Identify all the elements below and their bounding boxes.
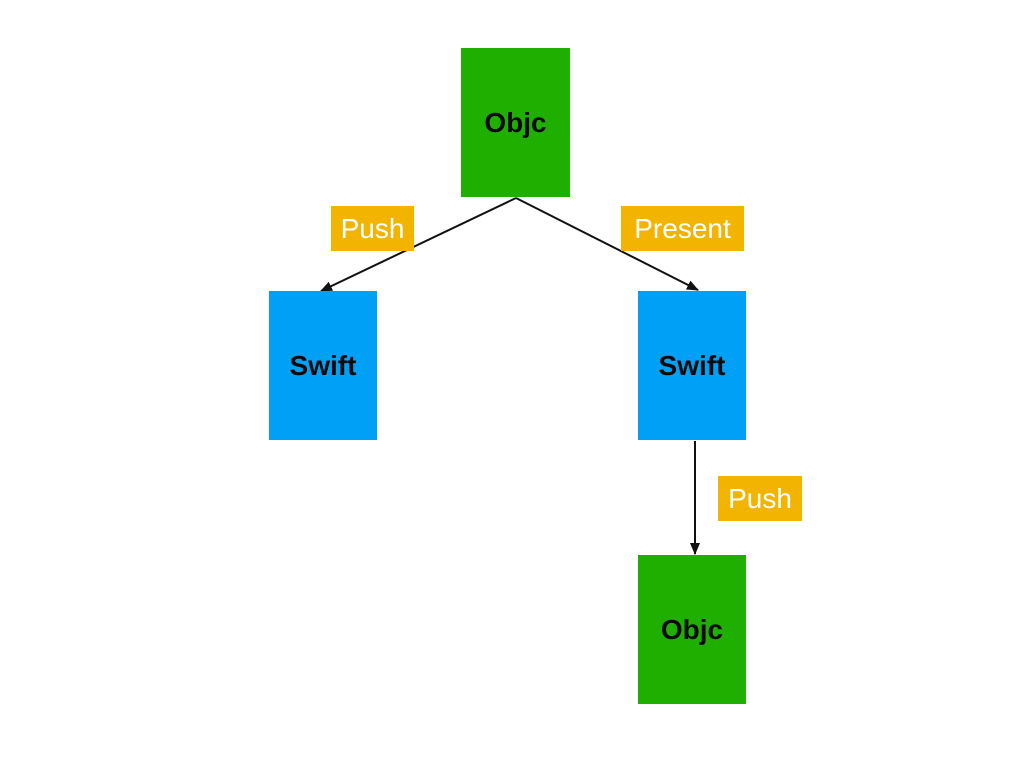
edge-label-push-down: Push — [718, 476, 802, 521]
swift-right-node-label: Swift — [658, 349, 726, 381]
objc-root-node: Objc — [461, 48, 570, 197]
objc-root-node-label: Objc — [484, 106, 547, 138]
edge-label-push-left-text: Push — [340, 212, 405, 244]
edge-label-push-left: Push — [331, 206, 414, 251]
swift-right-node: Swift — [638, 291, 746, 440]
edge-root-to-right-arrow — [515, 197, 699, 291]
swift-left-node-label: Swift — [289, 349, 357, 381]
edge-label-present-text: Present — [634, 212, 731, 244]
swift-left-node: Swift — [269, 291, 377, 440]
edge-label-push-down-text: Push — [728, 482, 792, 514]
objc-bottom-node-label: Objc — [660, 613, 724, 645]
edge-label-present: Present — [621, 206, 744, 251]
objc-bottom-node: Objc — [638, 555, 746, 704]
edge-root-to-left-arrow — [320, 197, 517, 292]
